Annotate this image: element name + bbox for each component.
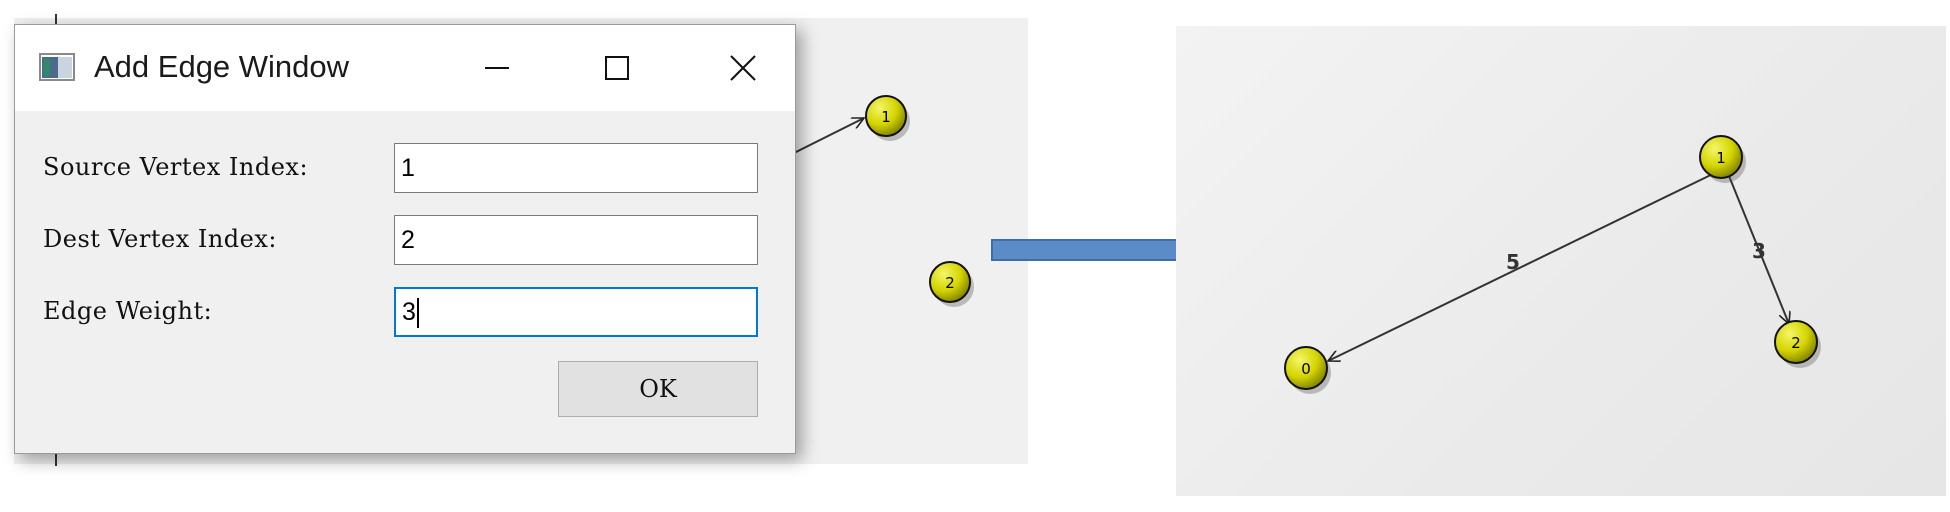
dest-vertex-label: Dest Vertex Index: bbox=[43, 225, 277, 253]
edge-weight-label-1-0: 5 bbox=[1506, 250, 1520, 274]
graph-canvas-after[interactable]: 5 3 0 1 2 bbox=[1176, 26, 1946, 496]
dialog-title: Add Edge Window bbox=[94, 49, 350, 84]
vertex-label-0: 0 bbox=[1301, 360, 1311, 378]
close-icon bbox=[730, 55, 756, 81]
ok-button[interactable]: OK bbox=[558, 361, 758, 417]
window-app-icon bbox=[39, 53, 75, 81]
canvas-tick-bottom bbox=[55, 454, 57, 466]
vertex-label-2: 2 bbox=[945, 274, 955, 292]
edge-weight-label: Edge Weight: bbox=[43, 297, 213, 325]
vertex-node-0[interactable]: 0 bbox=[1284, 346, 1331, 394]
vertex-node-2[interactable]: 2 bbox=[929, 261, 974, 307]
dest-vertex-input[interactable]: 2 bbox=[394, 215, 758, 265]
vertex-label-1: 1 bbox=[1716, 149, 1726, 167]
vertex-label-2: 2 bbox=[1791, 334, 1801, 352]
edge-1-0[interactable] bbox=[1328, 170, 1721, 361]
maximize-icon bbox=[605, 56, 629, 80]
add-edge-dialog[interactable]: Add Edge Window Source Vertex Index: 1 D… bbox=[14, 24, 796, 454]
edge-1-2[interactable] bbox=[1729, 176, 1789, 324]
edge-partial bbox=[793, 117, 864, 154]
graph-after-svg: 5 3 0 1 2 bbox=[1284, 135, 1821, 394]
close-button[interactable] bbox=[701, 25, 785, 111]
maximize-button[interactable] bbox=[575, 25, 659, 111]
minimize-button[interactable] bbox=[455, 25, 539, 111]
minimize-icon bbox=[485, 67, 509, 69]
edge-weight-label-1-2: 3 bbox=[1752, 239, 1766, 263]
canvas-tick-top bbox=[55, 14, 57, 24]
graph-before-svg: 1 2 bbox=[793, 95, 974, 307]
edge-weight-input[interactable]: 3 bbox=[394, 287, 758, 337]
text-caret bbox=[416, 298, 419, 329]
vertex-node-1[interactable]: 1 bbox=[865, 95, 910, 141]
vertex-node-1[interactable]: 1 bbox=[1699, 135, 1746, 183]
source-vertex-label: Source Vertex Index: bbox=[43, 153, 309, 181]
dialog-titlebar[interactable]: Add Edge Window bbox=[15, 25, 795, 111]
source-vertex-input[interactable]: 1 bbox=[394, 143, 758, 193]
edge-weight-value: 3 bbox=[402, 298, 416, 326]
vertex-node-2[interactable]: 2 bbox=[1774, 320, 1821, 368]
vertex-label-1: 1 bbox=[881, 108, 891, 126]
